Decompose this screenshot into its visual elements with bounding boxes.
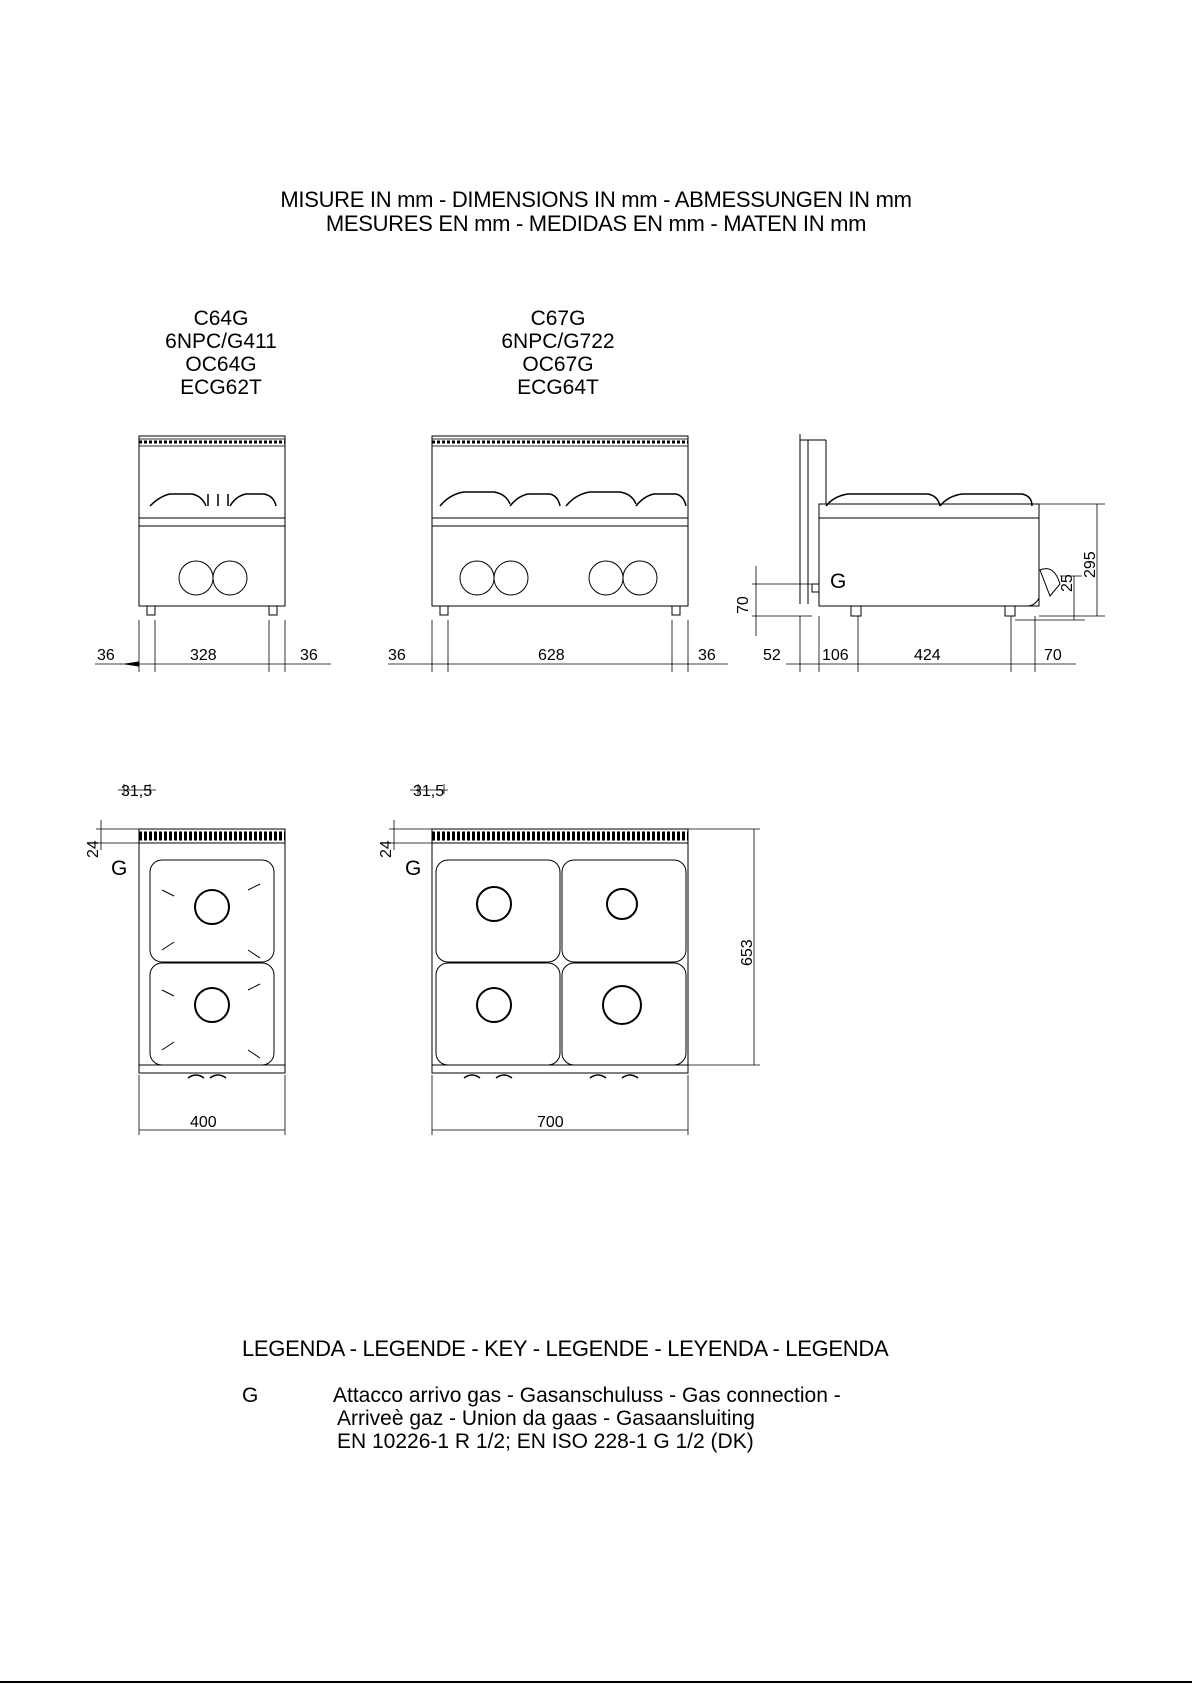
legend-line: EN 10226-1 R 1/2; EN ISO 228-1 G 1/2 (DK… bbox=[337, 1430, 754, 1453]
models-right: C67G 6NPC/G722 OC67G ECG64T bbox=[448, 307, 668, 399]
dim-label: 70 bbox=[735, 596, 752, 614]
dim-label: 36 bbox=[388, 647, 406, 664]
dim-label: 628 bbox=[538, 647, 565, 664]
dim-label: 52 bbox=[763, 647, 781, 664]
dim-label: 24 bbox=[85, 840, 102, 858]
legend-description: Attacco arrivo gas - Gasanschuluss - Gas… bbox=[333, 1384, 841, 1453]
dim-label: 424 bbox=[914, 647, 941, 664]
model-name: ECG62T bbox=[180, 376, 262, 399]
model-name: C64G bbox=[193, 307, 249, 330]
model-name: 6NPC/G722 bbox=[501, 330, 615, 353]
model-name: ECG64T bbox=[517, 376, 599, 399]
bottom-rule bbox=[0, 1681, 1192, 1683]
dim-label: 31,5 bbox=[121, 783, 152, 800]
dim-label: 36 bbox=[300, 647, 318, 664]
dim-label: 700 bbox=[537, 1114, 564, 1131]
legend-title: LEGENDA - LEGENDE - KEY - LEGENDE - LEYE… bbox=[242, 1336, 889, 1361]
legend-key: G bbox=[242, 1384, 259, 1407]
front-view-large bbox=[388, 435, 728, 672]
model-name: OC64G bbox=[185, 353, 257, 376]
dim-label: 36 bbox=[698, 647, 716, 664]
dim-label: 400 bbox=[190, 1114, 217, 1131]
top-view-small bbox=[96, 784, 286, 1135]
dim-label: 31,5 bbox=[413, 783, 444, 800]
dim-label: 24 bbox=[378, 840, 395, 858]
dim-label: 25 bbox=[1059, 574, 1076, 592]
legend-line: Attacco arrivo gas - Gasanschuluss - Gas… bbox=[333, 1384, 841, 1407]
front-view-small bbox=[95, 435, 331, 672]
side-view bbox=[752, 434, 1105, 672]
legend-line: Arriveè gaz - Union da gaas - Gasaanslui… bbox=[337, 1407, 755, 1430]
dim-label: 70 bbox=[1044, 647, 1062, 664]
dim-label: 328 bbox=[190, 647, 217, 664]
gas-connection-label: G bbox=[830, 570, 846, 593]
top-view-large bbox=[389, 784, 760, 1135]
dim-label: 295 bbox=[1082, 551, 1099, 578]
gas-connection-label: G bbox=[405, 857, 421, 880]
model-name: OC67G bbox=[522, 353, 594, 376]
header-line-1: MISURE IN mm - DIMENSIONS IN mm - ABMESS… bbox=[280, 187, 912, 212]
dim-label: 106 bbox=[822, 647, 849, 664]
gas-connection-label: G bbox=[111, 857, 127, 880]
dim-label: 36 bbox=[97, 647, 115, 664]
header-line-2: MESURES EN mm - MEDIDAS EN mm - MATEN IN… bbox=[325, 211, 867, 236]
models-left: C64G 6NPC/G411 OC64G ECG62T bbox=[111, 307, 331, 399]
model-name: 6NPC/G411 bbox=[165, 330, 277, 353]
model-name: C67G bbox=[530, 307, 586, 330]
dim-label: 653 bbox=[739, 939, 756, 966]
